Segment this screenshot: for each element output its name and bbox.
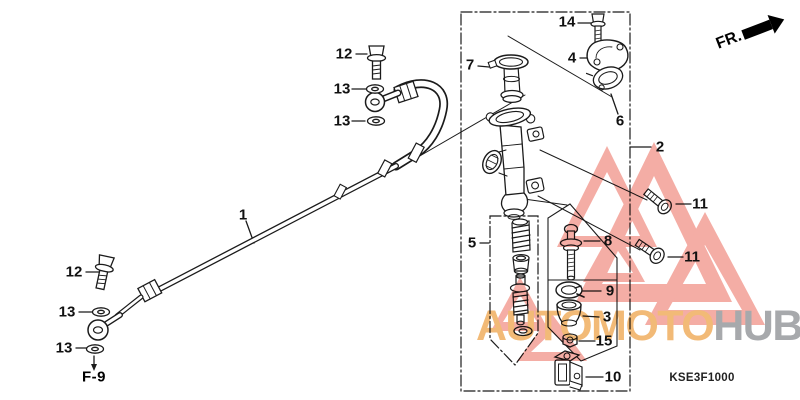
part-2-master-cylinder: [482, 107, 545, 220]
part-5-piston-kit: [509, 218, 533, 337]
part-label-3: 3: [602, 308, 612, 326]
part-label-14: 14: [558, 13, 576, 31]
fr-direction-arrow-icon: [739, 10, 788, 44]
part-13-washer-c: [91, 307, 111, 317]
figure-code: KSE3F1000: [669, 372, 735, 384]
figure-ref-f9: F-9: [82, 368, 106, 386]
part-11-screw-upper: [642, 188, 672, 215]
part-1-brake-hose: [87, 79, 449, 341]
part-12-bolt-top: [366, 45, 387, 80]
part-label-13c: 13: [58, 303, 76, 321]
part-label-10: 10: [604, 368, 622, 386]
part-label-13d: 13: [55, 339, 73, 357]
part-label-6: 6: [615, 112, 625, 130]
part-label-13b: 13: [333, 112, 351, 130]
part-3-boot: [556, 299, 582, 327]
part-label-7: 7: [465, 56, 475, 74]
part-label-8: 8: [603, 232, 613, 250]
part-8-push-rod: [559, 223, 583, 281]
part-label-11b: 11: [684, 248, 700, 266]
part-6-diaphragm: [585, 66, 624, 91]
part-label-1: 1: [238, 206, 248, 224]
part-7-reservoir: [487, 54, 529, 104]
part-label-12a: 12: [335, 45, 353, 63]
part-label-5: 5: [467, 234, 477, 252]
part-label-12b: 12: [65, 263, 83, 281]
f9-reference-arrow-icon: [91, 355, 97, 371]
part-13-washer-b: [366, 116, 386, 126]
part-12-bolt-bottom: [94, 254, 116, 291]
part-label-13a: 13: [333, 80, 351, 98]
part-14-bolt: [590, 13, 606, 47]
part-15-nut: [562, 333, 578, 348]
part-9-circlip: [555, 281, 585, 299]
part-label-2: 2: [655, 138, 665, 156]
part-13-washer-a: [365, 84, 385, 94]
front-direction-label: FR.: [713, 27, 744, 53]
part-4-cap: [586, 39, 629, 72]
part-label-11a: 11: [692, 195, 708, 213]
part-11-screw-lower: [634, 238, 665, 265]
part-label-4: 4: [567, 49, 577, 67]
part-label-9: 9: [605, 282, 615, 300]
part-label-15: 15: [595, 332, 613, 350]
part-10-clevis: [553, 350, 583, 391]
part-13-washer-d: [85, 344, 105, 354]
